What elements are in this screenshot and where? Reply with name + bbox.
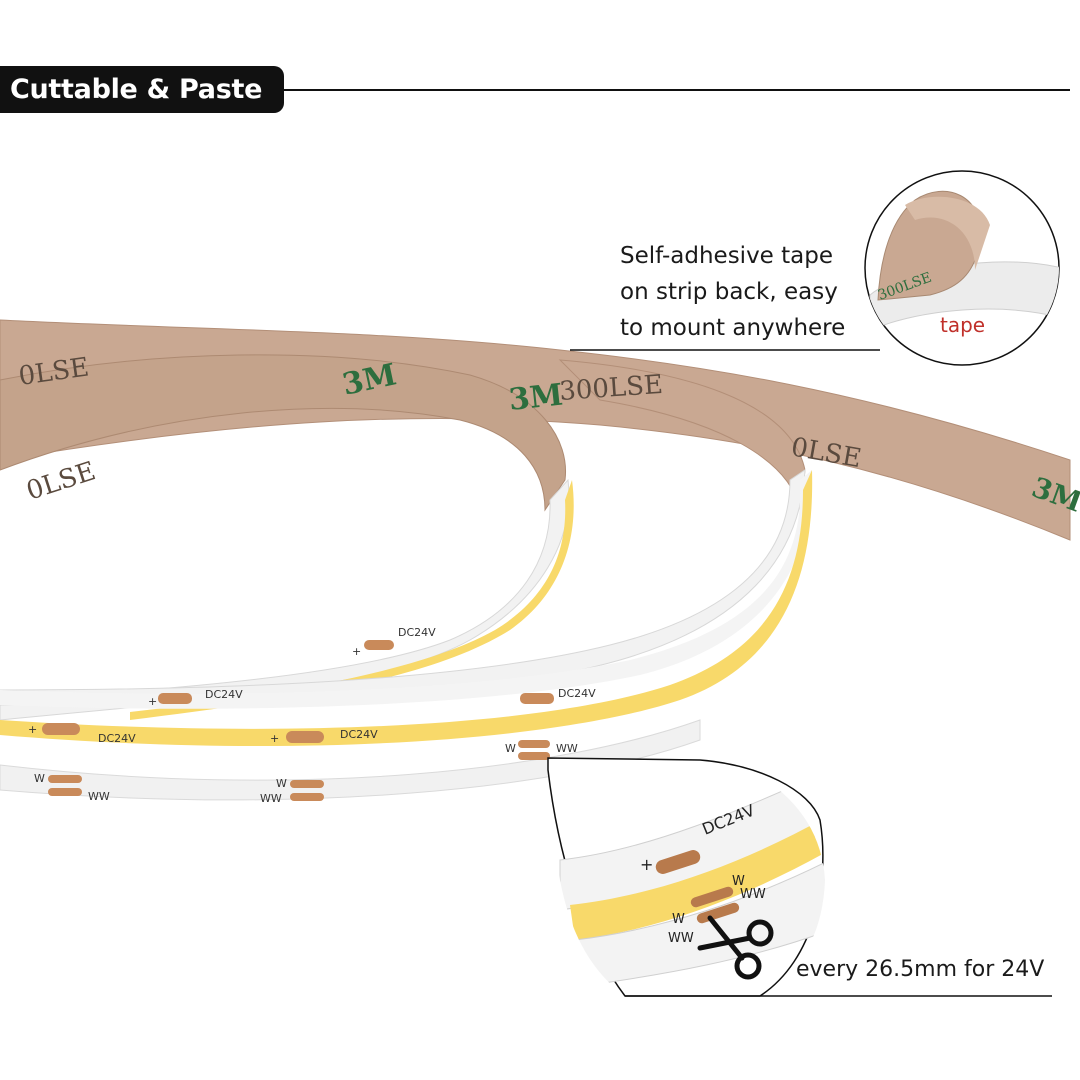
scissors-icon — [697, 915, 774, 980]
solder-pad — [290, 780, 324, 788]
solder-pad — [290, 793, 324, 801]
tape-inset-label: tape — [940, 313, 985, 337]
strip-marking-plus: + — [352, 645, 361, 658]
strip-marking-ww: WW — [260, 792, 282, 805]
solder-pad — [158, 693, 192, 704]
cut-inset-w: W — [672, 912, 685, 927]
solder-pad — [518, 752, 550, 760]
strip-marking-w: W — [505, 742, 516, 755]
strip-marking-ww: WW — [556, 742, 578, 755]
header-title: Cuttable & Paste — [10, 74, 263, 105]
strip-marking-plus: + — [148, 695, 157, 708]
cut-callout-caption: every 26.5mm for 24V — [796, 957, 1045, 982]
solder-pad — [48, 788, 82, 796]
strip-marking-plus: + — [28, 723, 37, 736]
solder-pad — [286, 731, 324, 743]
strip-marking-w: W — [276, 777, 287, 790]
tape-print-code: 300LSE — [558, 370, 664, 407]
cut-inset-ww: WW — [740, 887, 766, 902]
strip-front-pcb — [0, 470, 813, 709]
adhesive-callout-line-3: to mount anywhere — [620, 315, 846, 341]
strip-marking-voltage: DC24V — [558, 687, 596, 700]
strip-front-lower-pcb — [0, 719, 701, 801]
strip-marking-voltage: DC24V — [98, 732, 136, 745]
adhesive-callout-line-1: Self-adhesive tape — [620, 243, 834, 269]
header-rule — [284, 89, 1070, 91]
solder-pad — [520, 693, 554, 704]
strip-marking-w: W — [34, 772, 45, 785]
strip-marking-voltage: DC24V — [205, 688, 243, 701]
adhesive-callout-line-2: on strip back, easy — [620, 279, 838, 305]
adhesive-callout-text: Self-adhesive tape on strip back, easy t… — [620, 238, 880, 346]
solder-pad — [48, 775, 82, 783]
solder-pad — [42, 723, 80, 735]
strip-marking-voltage: DC24V — [340, 728, 378, 741]
solder-pad — [364, 640, 394, 650]
tape-mid-band — [0, 354, 567, 512]
tape-print-brand: 3M — [507, 377, 564, 417]
cut-inset-plus: + — [640, 855, 653, 874]
cut-inset: + DC24V W WW W WW — [547, 757, 825, 997]
strip-marking-ww: WW — [88, 790, 110, 803]
cut-inset-w: W — [732, 874, 745, 889]
solder-pad — [518, 740, 550, 748]
strip-marking-plus: + — [270, 732, 279, 745]
cut-inset-ww: WW — [668, 931, 694, 946]
tape-print-code: 0LSE — [23, 456, 99, 506]
header-badge: Cuttable & Paste — [0, 66, 284, 113]
tape-inset: 300LSE tape — [864, 170, 1060, 366]
strip-marking-voltage: DC24V — [398, 626, 436, 639]
